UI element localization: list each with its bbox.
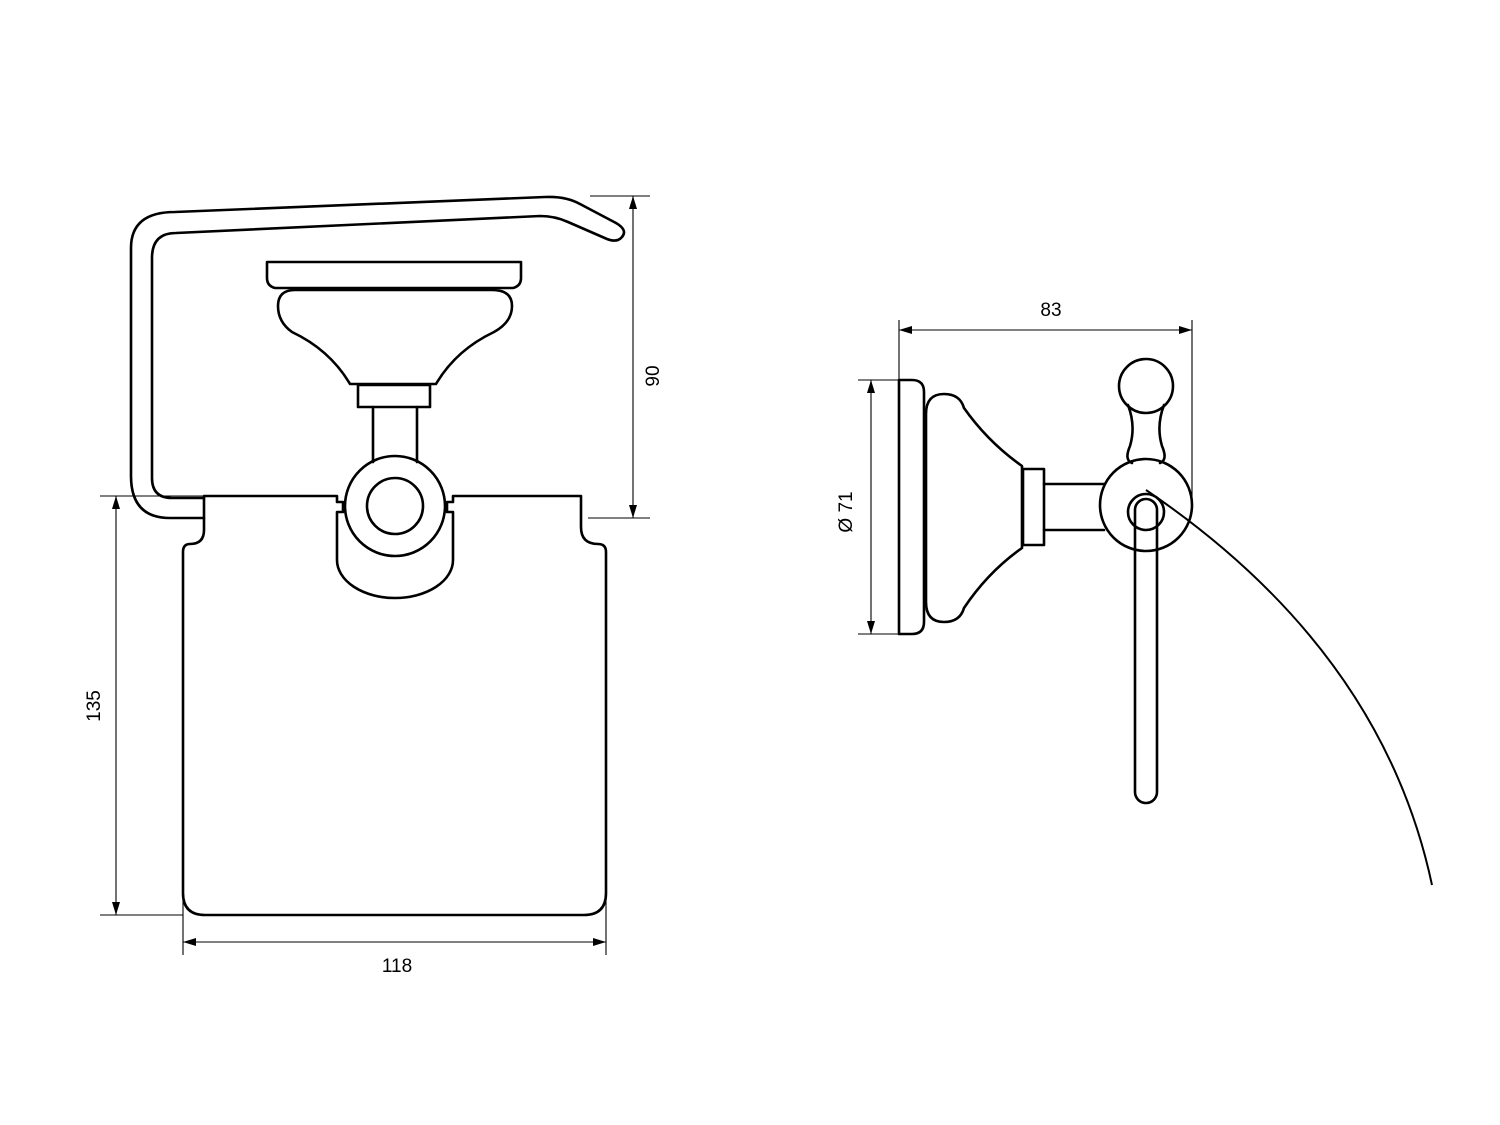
rosette-bell xyxy=(276,288,514,386)
dim-label-90: 90 xyxy=(643,365,664,386)
stem xyxy=(371,405,419,464)
side-view xyxy=(897,357,1433,886)
dim-label-83: 83 xyxy=(1040,300,1061,321)
holder-bar xyxy=(1133,497,1159,805)
finial-ball xyxy=(1117,357,1175,415)
wall-plate xyxy=(897,378,926,636)
dimension-lines xyxy=(100,195,1193,955)
finial-neck xyxy=(1126,403,1166,465)
front-view xyxy=(129,195,626,917)
cover-curve xyxy=(1145,489,1433,886)
rosette-top-disc xyxy=(265,260,523,290)
dim-label-135: 135 xyxy=(84,690,105,722)
side-arm xyxy=(1042,482,1106,532)
hinge-pin xyxy=(1126,492,1166,532)
collar-ring xyxy=(356,383,432,409)
dim-label-diameter: Ø 71 xyxy=(836,491,857,532)
side-collar xyxy=(1021,467,1046,547)
wire-arm-outer xyxy=(129,195,626,520)
dim-label-118: 118 xyxy=(382,956,412,977)
side-pivot-body xyxy=(1098,457,1194,553)
rosette-profile xyxy=(924,392,1024,624)
pivot-hub-inner xyxy=(365,476,425,536)
pivot-hub-outer xyxy=(343,454,447,558)
cover-flap-outline xyxy=(181,494,608,917)
